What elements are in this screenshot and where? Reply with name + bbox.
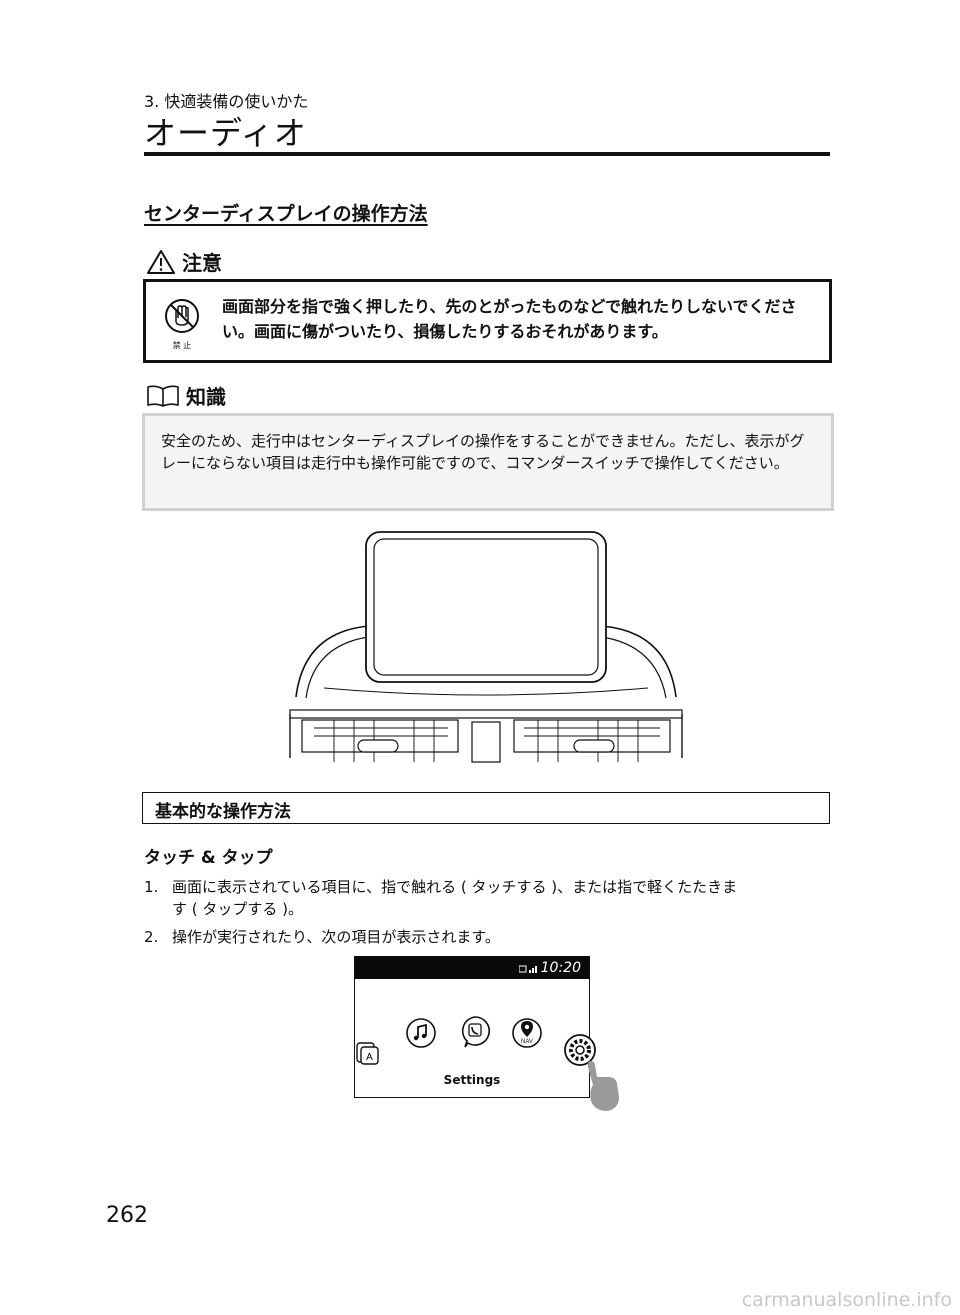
footer-watermark: carmanualsonline.info: [741, 1289, 952, 1311]
navigation-icon[interactable]: NAV: [511, 1017, 543, 1053]
touch-tap-title: タッチ & タップ: [144, 848, 273, 868]
clock: 10:20: [540, 960, 581, 976]
prohibit-label: 禁 止: [172, 341, 192, 350]
info-text: 安全のため、走行中はセンターディスプレイの操作をすることができません。ただし、表…: [161, 432, 805, 472]
info-heading: 知識: [146, 381, 226, 410]
caution-box: 禁 止 画面部分を指で強く押したり、先のとがったものなどで触れたりしないでくださ…: [143, 279, 832, 363]
title-rule: [144, 152, 830, 156]
caution-heading: 注意: [146, 247, 222, 276]
step-1: 1. 画面に表示されている項目に、指で触れる ( タッチする )、または指で軽くた…: [144, 876, 834, 920]
step-2-number: 2.: [144, 928, 159, 946]
display-screen-illustration: 10:20 A NAV: [354, 956, 619, 1111]
warning-triangle-icon: [147, 249, 175, 274]
step-1-text-line2: す ( タップする )。: [172, 900, 304, 918]
basic-operation-heading-box: 基本的な操作方法: [142, 792, 830, 824]
prohibit-hand-icon: [165, 299, 199, 333]
settings-gear-icon[interactable]: [563, 1033, 597, 1071]
info-box: 安全のため、走行中はセンターディスプレイの操作をすることができません。ただし、表…: [142, 413, 834, 511]
basic-operation-title: 基本的な操作方法: [155, 802, 291, 822]
settings-label: Settings: [443, 1073, 501, 1087]
step-1-text-line1: 画面に表示されている項目に、指で触れる ( タッチする )、または指で軽くたたき…: [172, 878, 738, 896]
book-icon: [147, 385, 179, 407]
music-icon[interactable]: [405, 1017, 437, 1053]
page-number: 262: [106, 1203, 148, 1228]
info-title: 知識: [186, 385, 226, 409]
finger-pointer-icon: [587, 1061, 619, 1111]
chapter-label: 3. 快適装備の使いかた: [144, 92, 309, 111]
center-display-illustration: [289, 531, 683, 763]
section-title: オーディオ: [144, 114, 307, 152]
prohibit-badge: 禁 止: [164, 298, 200, 350]
caution-text: 画面部分を指で強く押したり、先のとがったものなどで触れたりしないでください。画面…: [222, 297, 797, 341]
step-1-number: 1.: [144, 878, 159, 896]
navigation-icon-label: NAV: [521, 1039, 533, 1045]
page-heading: センターディスプレイの操作方法: [144, 203, 428, 225]
step-2-text: 操作が実行されたり、次の項目が表示されます。: [172, 928, 500, 946]
step-2: 2. 操作が実行されたり、次の項目が表示されます。: [144, 926, 834, 948]
status-bar: 10:20: [355, 957, 589, 979]
caution-title: 注意: [182, 251, 222, 275]
apps-icon[interactable]: A: [355, 1041, 379, 1065]
phone-icon[interactable]: [459, 1015, 491, 1053]
apps-icon-letter: A: [366, 1052, 373, 1063]
battery-signal-icon: [519, 965, 537, 973]
